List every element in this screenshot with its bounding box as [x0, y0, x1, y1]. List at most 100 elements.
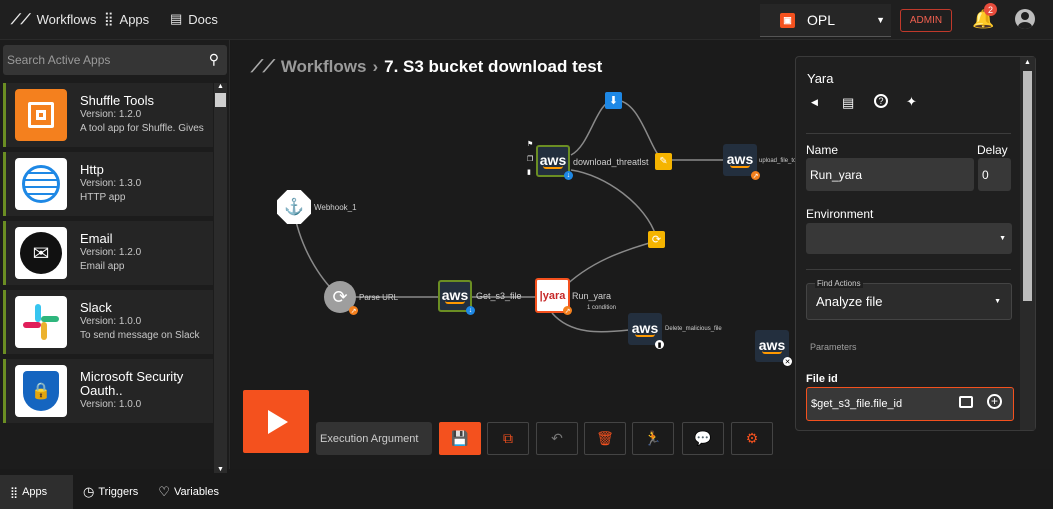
delay-label: Delay [977, 143, 1008, 157]
fileid-label: File id [806, 373, 838, 385]
settings-button[interactable]: ⚙ [731, 422, 773, 455]
repeat-label: Parse URL [359, 293, 399, 302]
delete-button[interactable]: 🗑 [584, 422, 626, 455]
environment-select[interactable]: ▼ [806, 223, 1012, 254]
notification-badge: 2 [984, 3, 997, 16]
clock-icon: ◷ [83, 484, 95, 499]
org-name: OPL [807, 12, 836, 28]
fullscreen-button[interactable]: ⧉ [487, 422, 529, 455]
expand-icon[interactable] [959, 396, 973, 408]
app-email[interactable]: ✉ Email Version: 1.2.0 Email app [3, 221, 213, 285]
aws-smile [635, 334, 655, 337]
action-value: Analyze file [816, 294, 883, 309]
search-input[interactable]: Search Active Apps ⚲ [3, 45, 227, 75]
scroll-thumb[interactable] [215, 93, 226, 107]
scroll-down-icon[interactable]: ▼ [217, 466, 224, 473]
execute-button[interactable] [243, 390, 309, 453]
org-selector[interactable]: ▣ OPL ▼ [760, 4, 891, 37]
app-list-scrollbar[interactable]: ▲ ▼ [214, 83, 227, 473]
workflow-title: 7. S3 bucket download test [384, 57, 603, 76]
globe-glyph [22, 165, 60, 203]
app-name: Shuffle Tools [80, 93, 154, 108]
panel-scrollbar[interactable]: ▲ [1020, 57, 1035, 430]
add-circle-icon[interactable]: + [987, 394, 1002, 409]
slack-bar-1 [35, 304, 41, 322]
app-microsoft-security[interactable]: 🔒 Microsoft Security Oauth.. Version: 1.… [3, 359, 213, 423]
delay-value: 0 [982, 167, 989, 182]
yara-node[interactable]: |yara [535, 278, 570, 313]
webhook-label: Webhook_1 [314, 203, 357, 212]
shuffle-logo-icon: ⟋⟋ [251, 57, 275, 76]
delete-icon[interactable]: ▮ [527, 169, 531, 176]
app-desc: To send message on Slack [80, 330, 200, 341]
condition-node[interactable]: ⟳ [648, 231, 665, 248]
scroll-up-icon[interactable]: ▲ [1024, 59, 1031, 66]
left-tabs: ⣿Apps ◷Triggers ♡Variables [0, 475, 229, 509]
scroll-thumb[interactable] [1023, 71, 1032, 301]
magic-wand-icon[interactable]: ✦ [906, 94, 917, 109]
app-http[interactable]: Http Version: 1.3.0 HTTP app [3, 152, 213, 216]
webhook-node[interactable]: ⚓ [277, 190, 311, 224]
aws-smile [445, 301, 465, 304]
yara-label: Run_yara [572, 291, 612, 301]
download-node[interactable]: ⬇ [605, 92, 622, 109]
admin-button[interactable]: ADMIN [900, 9, 952, 32]
org-icon: ▣ [780, 12, 795, 28]
download-status-icon: ↓ [466, 306, 475, 315]
tab-apps[interactable]: ⣿Apps [0, 475, 74, 509]
repeat-status-icon: ↗ [349, 306, 358, 315]
upload-node[interactable]: aws [723, 144, 757, 176]
flag-icon[interactable]: ⚑ [527, 141, 534, 148]
scroll-up-icon[interactable]: ▲ [217, 83, 224, 90]
avatar-body [1018, 22, 1032, 29]
breadcrumb-separator: › [372, 57, 379, 76]
back-icon[interactable]: ◀ [811, 97, 818, 107]
repeat-icon: ⟳ [332, 286, 348, 307]
aws-node[interactable]: aws [755, 330, 789, 362]
play-icon [268, 409, 288, 434]
breadcrumb-root[interactable]: Workflows [280, 57, 367, 76]
edit-node[interactable]: ✎ [655, 153, 672, 170]
close-icon[interactable]: ✕ [783, 357, 792, 366]
parameters-label: Parameters [810, 342, 857, 352]
avatar[interactable] [1015, 9, 1035, 29]
slack-bar-4 [23, 322, 41, 328]
document-icon[interactable]: ▤ [842, 95, 855, 110]
download-threatlist-label: download_threatlst [573, 157, 649, 167]
app-shuffle-tools[interactable]: Shuffle Tools Version: 1.2.0 A tool app … [3, 83, 213, 147]
find-actions-select[interactable]: Find Actions Analyze file ▼ [806, 279, 1012, 320]
help-icon[interactable]: ? [874, 94, 888, 108]
slack-bar-3 [41, 322, 47, 340]
undo-button[interactable]: ↶ [536, 422, 578, 455]
comment-button[interactable]: 💬 [682, 422, 724, 455]
run-button[interactable]: 🏃 [632, 422, 674, 455]
nav-docs-label: Docs [188, 11, 218, 27]
copy-icon[interactable]: ❐ [527, 156, 534, 163]
name-field[interactable]: Run_yara [806, 158, 974, 191]
dropdown-arrow-icon: ▼ [994, 298, 1001, 305]
fullscreen-icon: ⧉ [503, 430, 513, 446]
condition-label: 1 condition [587, 305, 617, 311]
search-icon[interactable]: ⚲ [208, 51, 219, 67]
fileid-field[interactable]: $get_s3_file.file_id + [806, 387, 1014, 421]
app-name: Microsoft Security Oauth.. [80, 369, 184, 398]
app-slack[interactable]: Slack Version: 1.0.0 To send message on … [3, 290, 213, 354]
fileid-value: $get_s3_file.file_id [811, 398, 903, 410]
tab-variables[interactable]: ♡Variables [148, 475, 229, 509]
app-name: Http [80, 162, 104, 177]
name-label: Name [806, 143, 839, 157]
heart-icon: ♡ [158, 484, 170, 499]
tab-triggers[interactable]: ◷Triggers [73, 475, 148, 509]
app-version: Version: 1.0.0 [80, 316, 142, 327]
nav-workflows[interactable]: ⟋⟋ Workflows [11, 11, 96, 28]
webhook-icon: ⚓ [284, 199, 304, 216]
delay-field[interactable]: 0 [978, 158, 1011, 191]
delete-node[interactable]: aws [628, 313, 662, 345]
nav-apps[interactable]: ⣿ Apps [104, 11, 149, 27]
save-button[interactable]: 💾 [439, 422, 481, 455]
notification-count: 2 [987, 4, 993, 15]
nav-docs[interactable]: ▤ Docs [170, 11, 218, 27]
top-bar: ⟋⟋ Workflows ⣿ Apps ▤ Docs ▣ OPL ▼ ADMIN… [0, 0, 1053, 40]
execution-argument-input[interactable]: Execution Argument [316, 422, 432, 455]
download-status-icon: ↓ [564, 171, 573, 180]
